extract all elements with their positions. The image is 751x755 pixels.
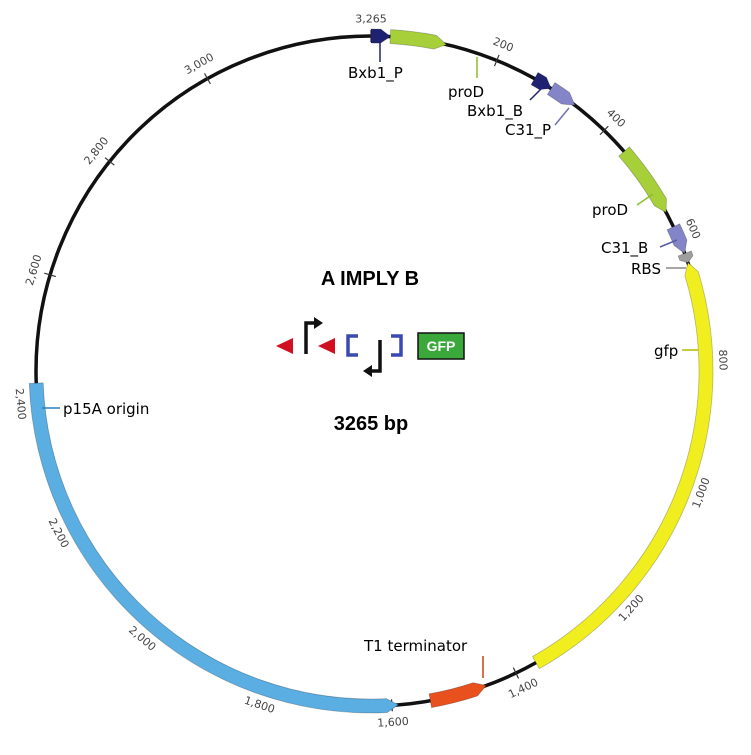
promoter-forward-arrowhead xyxy=(314,317,323,329)
label-t1-terminator: T1 terminator xyxy=(363,637,468,655)
tick-mark xyxy=(204,73,211,85)
tick-label: 3,265 xyxy=(355,13,387,26)
tick-mark xyxy=(104,157,115,166)
recombinase-site-triangle-1 xyxy=(276,338,293,354)
tick-label: 2,600 xyxy=(23,253,44,287)
plasmid-title: A IMPLY B xyxy=(321,268,419,290)
recombinase-bracket-left-icon xyxy=(346,334,358,357)
p15a-origin-feature-9 xyxy=(28,382,400,714)
feature-labels: Bxb1_P proD Bxb1_B C31_P proD C31_B RBS … xyxy=(42,40,698,678)
tick-mark xyxy=(599,125,609,136)
prod-feature-1 xyxy=(389,29,448,50)
label-bxb1-b: Bxb1_B xyxy=(467,102,523,121)
tick-mark xyxy=(44,272,57,278)
tick-label: 1,400 xyxy=(506,676,540,701)
tick-label: 200 xyxy=(491,35,515,55)
tick-label: 800 xyxy=(716,349,730,370)
bxb1-p-feature-0 xyxy=(370,28,392,44)
label-c31-b: C31_B xyxy=(601,239,648,258)
label-prod-2: proD xyxy=(592,201,628,219)
promoter-forward-icon xyxy=(304,321,316,354)
promoter-reverse-arrowhead xyxy=(363,365,372,377)
recombinase-site-triangle-2 xyxy=(318,338,335,354)
circuit-diagram: GFP xyxy=(276,317,465,377)
tick-label: 1,600 xyxy=(377,715,409,730)
label-prod-1: proD xyxy=(448,83,484,101)
rbs-feature-6 xyxy=(677,250,694,264)
t1-terminator-feature-8 xyxy=(428,682,487,709)
label-p15a-origin: p15A origin xyxy=(63,400,149,418)
c31-p-feature-3 xyxy=(546,82,576,106)
c31-b-feature-5 xyxy=(666,223,688,255)
tick-mark xyxy=(493,54,500,67)
label-bxb1-p: Bxb1_P xyxy=(348,64,403,83)
label-gfp: gfp xyxy=(654,342,678,360)
gfp-reporter-box xyxy=(417,332,465,360)
tick-label: 2,400 xyxy=(13,388,29,421)
features-layer xyxy=(28,28,714,714)
gfp-reporter-label: GFP xyxy=(427,338,456,354)
recombinase-bracket-right-icon xyxy=(391,334,403,357)
label-rbs: RBS xyxy=(631,260,661,278)
bxb1-b-feature-2 xyxy=(530,71,552,90)
gfp-feature-7 xyxy=(531,261,714,670)
prod-feature-4 xyxy=(618,146,667,214)
tick-label: 3,000 xyxy=(182,50,216,77)
plasmid-size: 3265 bp xyxy=(334,413,408,435)
label-c31-p: C31_P xyxy=(505,121,551,140)
promoter-reverse-icon xyxy=(370,340,382,373)
tick-mark xyxy=(512,667,520,679)
